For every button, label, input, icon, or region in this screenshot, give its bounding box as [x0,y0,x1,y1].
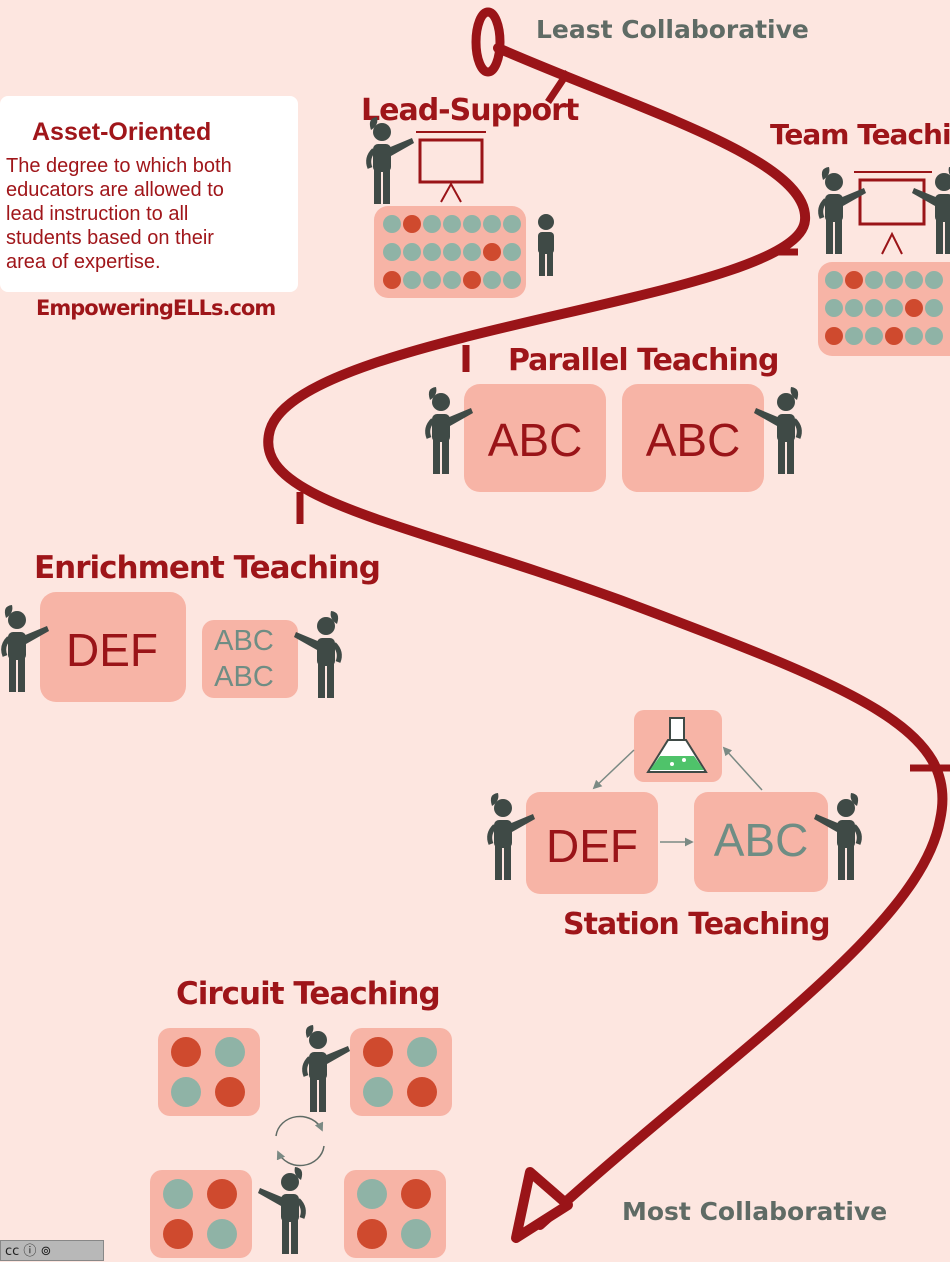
lead-support-title: Lead-Support [361,93,579,128]
flask-icon [646,717,708,773]
parallel-box-1-label: ABC [488,414,583,466]
whiteboard-icon [418,138,484,184]
parallel-box-2 [622,384,764,492]
description-line: educators are allowed to [6,179,224,201]
circuit-teaching-title: Circuit Teaching [176,976,440,1012]
circuit-group-2 [350,1028,452,1116]
enrichment-teacher-right-icon [294,611,339,698]
lead-teacher-icon [369,117,414,204]
circuit-group-1 [158,1028,260,1116]
parallel-teaching-title: Parallel Teaching [508,343,778,378]
student-dots [825,271,943,345]
description-line: lead instruction to all [6,203,189,225]
circuit-teacher-top-icon [305,1025,350,1112]
station-box-2 [694,792,828,892]
enrichment-box-2 [202,620,298,698]
station-teaching-title: Station Teaching [563,907,830,942]
path-start-ring-icon [471,7,505,77]
asset-oriented-title: Asset-Oriented [32,118,212,146]
rotation-arrows-icon [275,1115,325,1167]
cc-license-badge[interactable]: cc ⓘ ⊚ [0,1240,104,1261]
enrichment-box-2-line1: ABC [214,625,274,657]
support-teacher-icon [538,214,554,276]
path-end-arrowhead-icon [511,1167,573,1243]
least-collaborative-label: Least Collaborative [536,15,809,44]
station-teaching-model: DEF ABC Station Teaching [490,710,860,942]
description-line: The degree to which both [6,155,232,177]
asset-oriented-description: The degree to which both educators are a… [6,154,294,274]
site-url: EmpoweringELLs.com [36,296,276,320]
description-line: students based on their [6,227,214,249]
enrichment-box-2-line2: ABC [214,661,274,693]
enrichment-box-1-label: DEF [66,624,158,676]
parallel-box-2-label: ABC [646,414,741,466]
parallel-box-1 [464,384,606,492]
circuit-group-3 [150,1170,252,1258]
most-collaborative-label: Most Collaborative [622,1197,887,1226]
circuit-teacher-bottom-icon [258,1167,303,1254]
enrichment-teaching-model: Enrichment Teaching DEF ABC ABC [4,550,381,702]
team-teaching-title: Team Teachin [770,118,950,151]
circuit-group-4 [344,1170,446,1258]
lead-support-model: Lead-Support [361,93,580,298]
station-box-1 [526,792,658,894]
station-box-2-label: ABC [714,814,809,866]
team-teaching-model: Team Teachin [770,118,950,356]
whiteboard-icon [858,178,926,226]
enrichment-teaching-title: Enrichment Teaching [34,550,380,586]
student-dots [383,215,521,289]
circuit-teaching-model: Circuit Teaching [150,976,452,1258]
parallel-teaching-model: Parallel Teaching ABC ABC [428,343,800,492]
collaboration-path [263,7,950,1243]
description-line: area of expertise. [6,251,161,273]
asset-oriented-card [0,96,298,292]
station-box-1-label: DEF [546,820,638,872]
enrichment-box-1 [40,592,186,702]
